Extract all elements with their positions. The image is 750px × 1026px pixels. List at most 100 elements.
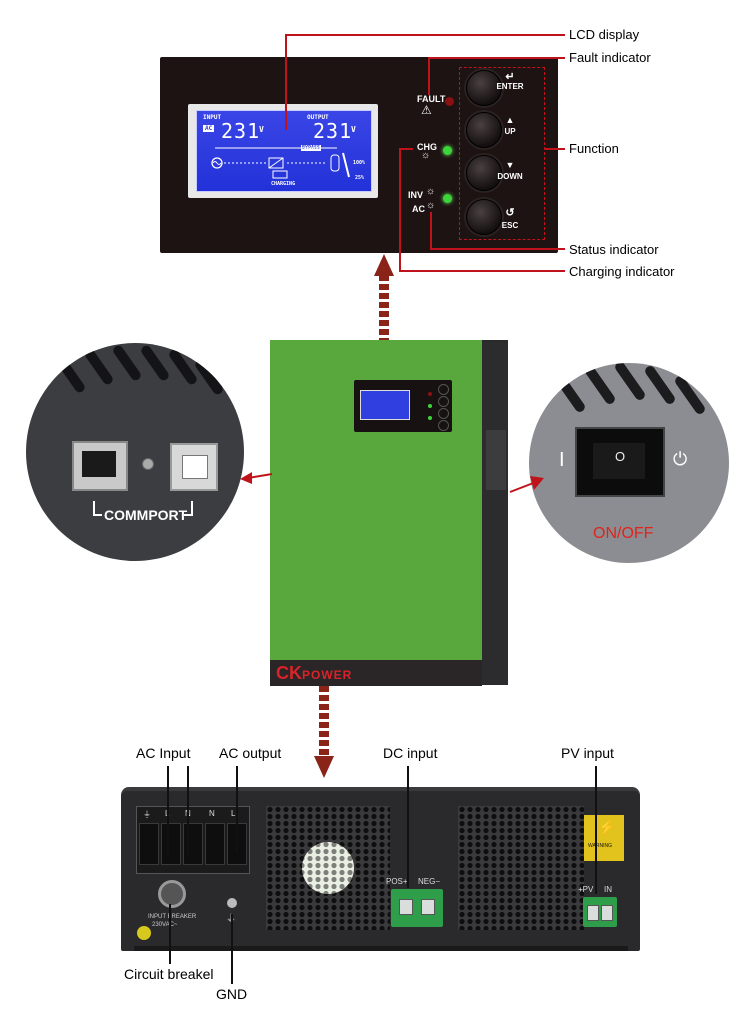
ground-screw bbox=[227, 898, 237, 908]
down-label: DOWN bbox=[497, 172, 523, 181]
warning-triangle-icon: ⚠ bbox=[421, 103, 432, 117]
arrow-up-icon bbox=[374, 254, 394, 276]
leader-charging-h bbox=[399, 270, 565, 272]
terminal-mark-3: N bbox=[209, 809, 215, 818]
up-button[interactable] bbox=[466, 112, 502, 148]
callout-dc-input: DC input bbox=[383, 745, 438, 761]
enter-icon: ↵ bbox=[505, 71, 515, 83]
leader-breaker bbox=[169, 904, 171, 964]
callout-gnd: GND bbox=[216, 986, 248, 1002]
esc-button[interactable] bbox=[466, 199, 502, 235]
fault-led bbox=[445, 97, 454, 106]
leader-ac-output bbox=[236, 766, 238, 852]
hazard-icon: ⚡ bbox=[598, 819, 616, 835]
breaker-text: INPUT BREAKER bbox=[148, 914, 197, 920]
circuit-breaker-button[interactable] bbox=[158, 880, 186, 908]
callout-fault-indicator: Fault indicator bbox=[569, 50, 651, 65]
lcd-output-label: OUTPUT bbox=[307, 114, 329, 121]
enter-button[interactable] bbox=[466, 70, 502, 106]
dc-pos-slot bbox=[399, 899, 413, 915]
sun-icon: ☼ bbox=[421, 150, 431, 161]
callout-circuit-breaker: Circuit breakel bbox=[124, 966, 214, 982]
lcd-input-value: 231 bbox=[221, 119, 261, 143]
rocker-switch[interactable]: O bbox=[575, 427, 665, 497]
pv-neg-slot bbox=[601, 905, 613, 921]
dc-neg-slot bbox=[421, 899, 435, 915]
leader-fault-v bbox=[428, 57, 430, 95]
lcd-input-label: INPUT bbox=[203, 114, 222, 121]
esc-label: ESC bbox=[501, 221, 519, 230]
commport-bracket bbox=[93, 501, 193, 516]
function-keys-frame bbox=[459, 67, 545, 240]
callout-function: Function bbox=[569, 141, 619, 156]
enter-label: ENTER bbox=[496, 82, 524, 91]
pv-in-label: IN bbox=[604, 885, 612, 894]
arrow-left-icon bbox=[240, 472, 273, 484]
arrow-right-icon bbox=[509, 476, 544, 493]
lcd-ac-tag: AC bbox=[203, 125, 215, 132]
terminal-slot bbox=[161, 823, 181, 865]
terminal-mark-4: L bbox=[231, 809, 236, 818]
leader-charging-v bbox=[399, 150, 401, 272]
callout-pv-input: PV input bbox=[561, 745, 614, 761]
status-led bbox=[443, 194, 452, 203]
inverter-side bbox=[482, 342, 508, 684]
lcd-flow-graphic bbox=[211, 147, 350, 179]
rj45-port bbox=[72, 441, 128, 491]
fan-grille-left bbox=[266, 806, 390, 930]
usb-b-port bbox=[170, 443, 218, 491]
ac-label: AC bbox=[412, 204, 425, 214]
leader-function-h bbox=[545, 148, 565, 150]
terminal-mark-0: ⏚ bbox=[143, 810, 151, 819]
screw-icon bbox=[142, 458, 154, 470]
switch-on-mark: I bbox=[559, 449, 565, 471]
leader-pv-input bbox=[595, 766, 597, 894]
brand-logo: CKPOWER bbox=[276, 663, 352, 684]
switch-zoom: O I ⏻ ON/OFF bbox=[529, 363, 729, 563]
callout-ac-output: AC output bbox=[219, 745, 282, 761]
leader-gnd bbox=[231, 914, 233, 984]
switch-vent-slots bbox=[555, 363, 705, 414]
ac-sun-icon: ☼ bbox=[426, 200, 436, 211]
mini-key-4 bbox=[438, 420, 449, 431]
mini-lcd bbox=[360, 390, 410, 420]
lcd-load-low: 25% bbox=[355, 175, 365, 181]
chg-label: CHG bbox=[417, 142, 437, 152]
ce-sticker bbox=[137, 926, 151, 940]
arrow-down-shaft bbox=[319, 686, 329, 756]
dc-pos-label: POS+ bbox=[386, 877, 408, 886]
arrow-up-shaft bbox=[379, 275, 389, 381]
dc-neg-label: NEG− bbox=[418, 877, 441, 886]
dc-terminal-block bbox=[391, 889, 443, 927]
down-button[interactable] bbox=[466, 155, 502, 191]
leader-ac-input-a bbox=[167, 766, 169, 856]
inverter-base-strip bbox=[270, 660, 482, 686]
commport-label: COMMPORT bbox=[104, 507, 188, 523]
lcd-output-unit: V bbox=[351, 125, 356, 134]
mini-key-2 bbox=[438, 396, 449, 407]
arrow-down-icon bbox=[314, 756, 334, 778]
leader-dc-input bbox=[407, 766, 409, 888]
leader-fault-h bbox=[428, 57, 565, 59]
terminal-slot bbox=[183, 823, 203, 865]
inv-label: INV bbox=[408, 190, 424, 200]
on-off-label: ON/OFF bbox=[593, 525, 654, 542]
rj45-socket bbox=[82, 451, 116, 477]
callout-lcd-display: LCD display bbox=[569, 27, 640, 42]
commport-zoom: COMMPORT bbox=[26, 343, 244, 561]
side-grip bbox=[486, 430, 506, 490]
callout-status-indicator: Status indicator bbox=[569, 242, 659, 257]
callout-charging-indicator: Charging indicator bbox=[569, 264, 675, 279]
power-icon: ⏻ bbox=[673, 449, 688, 469]
pv-pos-label: +PV bbox=[578, 885, 594, 894]
lcd-output-value: 231 bbox=[313, 119, 353, 143]
terminal-slot bbox=[139, 823, 159, 865]
mini-status-led bbox=[428, 416, 432, 420]
switch-off-mark: O bbox=[615, 449, 626, 464]
lcd-input-unit: V bbox=[259, 125, 264, 134]
lcd-charging-label: CHARGING bbox=[271, 181, 296, 187]
warning-text: WARNING bbox=[588, 843, 612, 849]
leader-status-h bbox=[430, 248, 565, 250]
pv-pos-slot bbox=[587, 905, 599, 921]
chg-led bbox=[443, 146, 452, 155]
